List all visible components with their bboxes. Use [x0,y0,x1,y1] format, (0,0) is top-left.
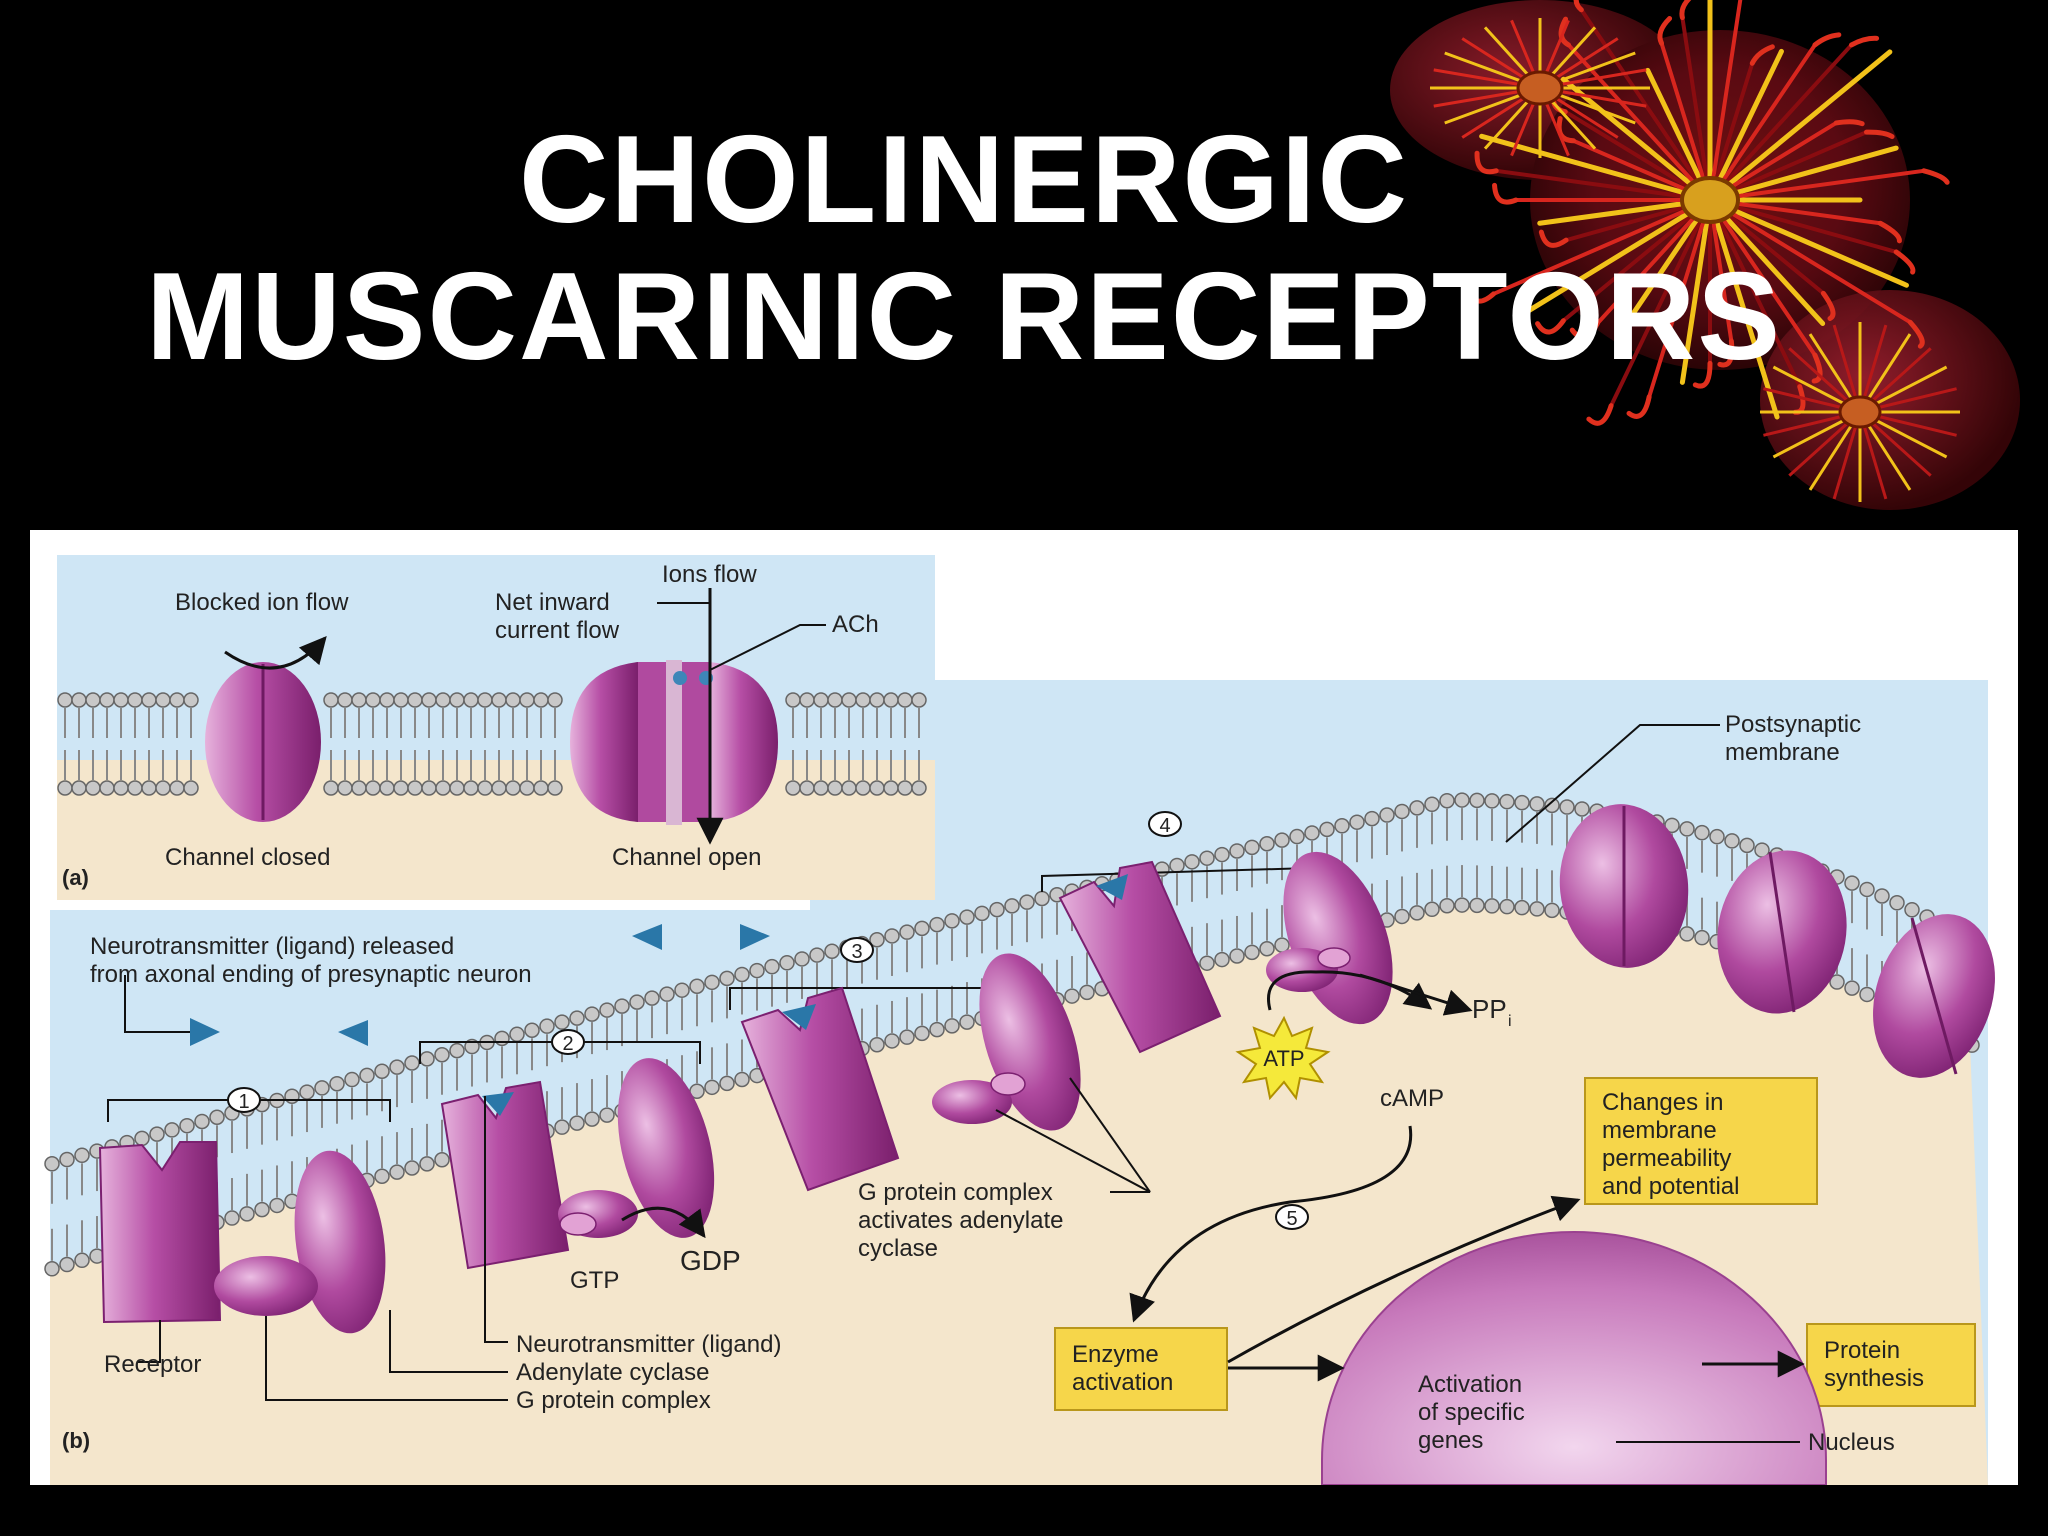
receptor-step-4 [1058,860,1222,1054]
label-channel-open: Channel open [612,844,761,871]
changes-text-3: permeability [1602,1145,1731,1172]
changes-text-1: Changes in [1602,1089,1723,1116]
label-receptor: Receptor [104,1351,201,1378]
step-markers: 1 2 3 4 5 [227,811,1309,1230]
label-gdp: GDP [680,1245,741,1276]
changes-text-2: membrane [1602,1117,1717,1144]
step-5-number: 5 [1286,1208,1297,1230]
label-g-protein-complex: G protein complex [516,1387,711,1414]
changes-membrane-box: Changes in membrane permeability and pot… [1584,1077,1818,1205]
label-ppi: PP [1472,994,1507,1024]
label-ions-flow: Ions flow [662,561,757,588]
label-ppi-sub: i [1508,1013,1512,1030]
step-1-number: 1 [238,1091,249,1113]
protein-text-1: Protein [1824,1337,1900,1364]
label-postsynaptic-2: membrane [1725,739,1840,766]
slide-title-line-2: MUSCARINIC RECEPTORS [145,248,1783,386]
panel-a-label: (a) [62,865,89,890]
step-4-number: 4 [1159,815,1170,837]
label-ach: ACh [832,611,879,638]
free-ligand-triangles [190,924,770,1046]
panel-a-membrane [57,692,927,796]
membrane-channel-2 [1717,850,1847,1014]
membrane-channel-1 [1559,804,1689,968]
genes-text-1: Activation [1418,1371,1522,1398]
genes-text-2: of specific [1418,1399,1525,1426]
genes-text-3: genes [1418,1427,1483,1454]
enzyme-activation-box: Enzyme activation [1054,1327,1228,1411]
step-3-number: 3 [851,941,862,963]
adenylate-cyclase-2 [617,1058,715,1238]
decorative-flower-art [1390,0,2020,510]
protein-synthesis-box: Protein synthesis [1806,1323,1976,1407]
label-neurotransmitter-ligand: Neurotransmitter (ligand) [516,1331,781,1358]
label-blocked-ion-flow: Blocked ion flow [175,589,349,616]
label-gprotein-1: G protein complex [858,1179,1053,1206]
membrane-channel-3 [1873,914,1995,1078]
changes-text-4: and potential [1602,1173,1739,1200]
slide-title-line-1: CHOLINERGIC [519,111,1409,249]
g-protein-complex-1 [214,1256,318,1316]
protein-text-2: synthesis [1824,1365,1924,1392]
label-gtp: GTP [570,1267,619,1294]
ach-molecule [673,671,687,685]
label-channel-closed: Channel closed [165,844,330,871]
enzyme-text-1: Enzyme [1072,1341,1159,1368]
label-gprotein-3: cyclase [858,1235,938,1262]
label-camp: cAMP [1380,1085,1444,1112]
label-nucleus: Nucleus [1808,1429,1895,1456]
closed-ion-channel [205,662,321,822]
label-net-inward-2: current flow [495,617,620,644]
receptor-step-1 [98,1141,222,1324]
atp-star [1235,1015,1331,1101]
muscarinic-receptor-diagram: Blocked ion flow Net inward current flow… [30,530,2018,1485]
open-ion-channel [570,660,778,825]
nucleus [1321,1231,1827,1485]
label-postsynaptic-1: Postsynaptic [1725,711,1861,738]
label-released-1: Neurotransmitter (ligand) released [90,933,454,960]
label-atp: ATP [1263,1046,1304,1071]
step-2-number: 2 [562,1033,573,1055]
label-gprotein-2: activates adenylate [858,1207,1063,1234]
label-adenylate-cyclase: Adenylate cyclase [516,1359,709,1386]
label-released-2: from axonal ending of presynaptic neuron [90,961,532,988]
receptor-step-3 [740,986,900,1192]
label-net-inward-1: Net inward [495,589,610,616]
g-protein-complex-3 [932,1080,1012,1124]
enzyme-text-2: activation [1072,1369,1173,1396]
panel-b-label: (b) [62,1428,90,1453]
